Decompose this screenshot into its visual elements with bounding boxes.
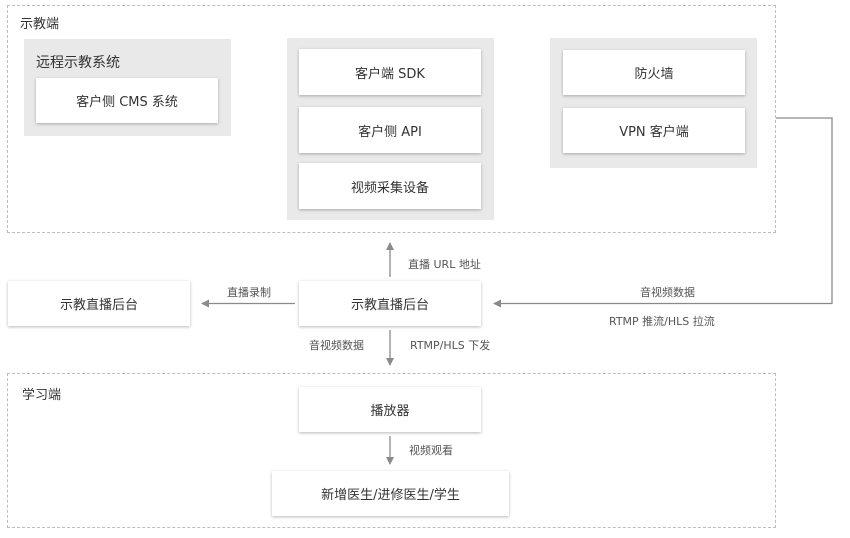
watch-label: 视频观看 [409,444,453,457]
player-node: 播放器 [299,387,481,432]
rtmp-down-label: RTMP/HLS 下发 [410,339,491,352]
teaching-region-label: 示教端 [20,17,60,32]
url-address-label: 直播 URL 地址 [408,258,481,271]
learners-node: 新增医生/进修医生/学生 [272,471,509,516]
video-capture-node: 视频采集设备 [299,163,481,209]
client-sdk-node: 客户端 SDK [299,49,481,95]
teaching-region [7,5,776,233]
client-cms-node: 客户侧 CMS 系统 [36,78,218,123]
learning-region [7,373,776,528]
firewall-node: 防火墙 [563,50,745,95]
backend-center-node: 示教直播后台 [299,281,481,326]
backend-left-node: 示教直播后台 [8,281,190,326]
vpn-client-node: VPN 客户端 [563,108,745,153]
av-data-down-label: 音视频数据 [309,339,364,352]
av-data-in-label: 音视频数据 [640,286,695,299]
av-data-connector [493,117,833,308]
client-api-node: 客户侧 API [299,107,481,153]
learning-region-label: 学习端 [22,388,62,403]
rtmp-push-label: RTMP 推流/HLS 拉流 [609,315,715,328]
remote-teaching-system-label: 远程示教系统 [36,55,120,71]
record-label: 直播录制 [227,286,271,299]
